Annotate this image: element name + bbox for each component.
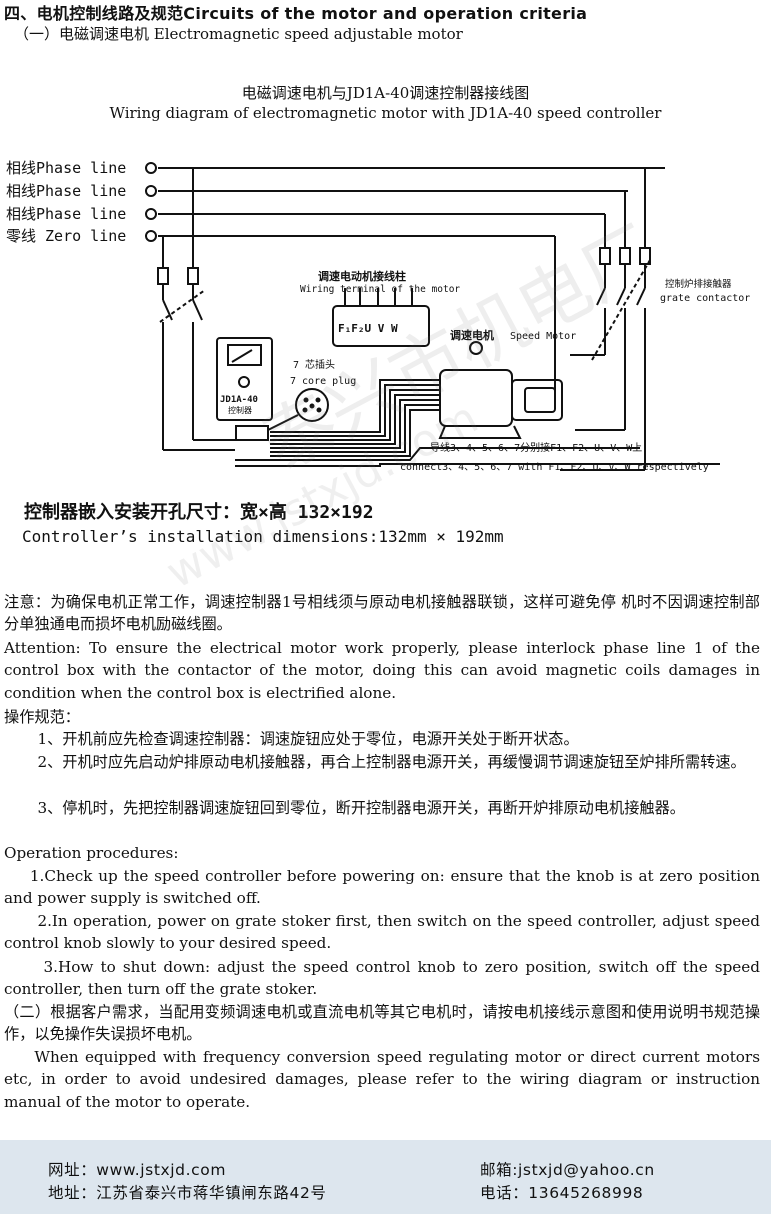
procedure-en-3: 3.How to shut down: adjust the speed con… (4, 958, 760, 999)
install-dimensions-en: Controller’s installation dimensions:132… (22, 527, 504, 546)
install-dimensions-cn: 控制器嵌入安装开孔尺寸：宽×高 132×192 (24, 501, 374, 523)
procedure-cn-2: 2、开机时应先启动炉排原动电机接触器，再合上控制器电源开关，再缓慢调节调速旋钮至… (37, 753, 746, 771)
footer-address: 地址：江苏省泰兴市蒋华镇闸东路42号 (48, 1184, 327, 1202)
procedure-en-1: 1.Check up the speed controller before p… (4, 867, 760, 908)
procedure-cn-title: 操作规范： (4, 708, 80, 726)
terminal-terminals: F₁F₂U V W (338, 322, 398, 335)
wiring-diagram: 相线Phase line 相线Phase line 相线Phase line 零… (6, 159, 750, 546)
subsection-title: （一）电磁调速电机 Electromagnetic speed adjustab… (14, 25, 463, 43)
procedure-en-2: 2.In operation, power on grate stoker fi… (4, 912, 760, 953)
motor-label-en: Speed Motor (510, 331, 576, 342)
phase-line-1-label: 相线Phase line (6, 159, 126, 177)
footer-phone: 电话：13645268998 (480, 1184, 644, 1202)
zero-line-label: 零线 Zero line (6, 227, 126, 245)
contactor-label-en: grate contactor (660, 293, 750, 304)
terminal-label-cn: 调速电动机接线柱 (318, 269, 406, 283)
connect-note-cn: 导线3、4、5、6、7分别接F1、F2、U、V、W上 (430, 441, 642, 454)
controller-sub: 控制器 (228, 405, 252, 415)
plug-label-cn: 7 芯插头 (293, 358, 335, 371)
phase-line-2-label: 相线Phase line (6, 182, 126, 200)
procedure-en-title: Operation procedures: (4, 844, 179, 862)
footer-bar (0, 1140, 771, 1214)
connect-note-en: connect3、4、5、6、7 with F1、F2、U、V、W respec… (400, 462, 709, 473)
footer-website[interactable]: 网址：www.jstxjd.com (48, 1161, 227, 1179)
section2-en: When equipped with frequency conversion … (4, 1048, 760, 1111)
attention-en: Attention: To ensure the electrical moto… (4, 639, 760, 702)
diagram-title-en: Wiring diagram of electromagnetic motor … (109, 104, 662, 122)
procedure-cn-1: 1、开机前应先检查调速控制器：调速旋钮应处于零位，电源开关处于断开状态。 (37, 730, 579, 748)
contactor-label-cn: 控制炉排接触器 (665, 278, 732, 290)
terminal-label-en: Wiring terminal of the motor (300, 284, 460, 295)
footer-email[interactable]: 邮箱:jstxjd@yahoo.cn (480, 1161, 655, 1179)
motor-label-cn: 调速电机 (450, 328, 494, 342)
phase-line-3-label: 相线Phase line (6, 205, 126, 223)
controller-model: JD1A-40 (220, 395, 258, 405)
plug-label-en: 7 core plug (290, 376, 356, 387)
procedure-cn-3: 3、停机时，先把控制器调速旋钮回到零位，断开控制器电源开关，再断开炉排原动电机接… (37, 799, 685, 817)
section2-cn: （二）根据客户需求，当配用变频调速电机或直流电机等其它电机时，请按电机接线示意图… (4, 1003, 760, 1044)
diagram-title-cn: 电磁调速电机与JD1A-40调速控制器接线图 (241, 84, 530, 102)
section-title: 四、电机控制线路及规范Circuits of the motor and ope… (4, 4, 588, 23)
attention-cn: 注意：为确保电机正常工作，调速控制器1号相线须与原动电机接触器联锁，这样可避免停… (4, 593, 760, 634)
